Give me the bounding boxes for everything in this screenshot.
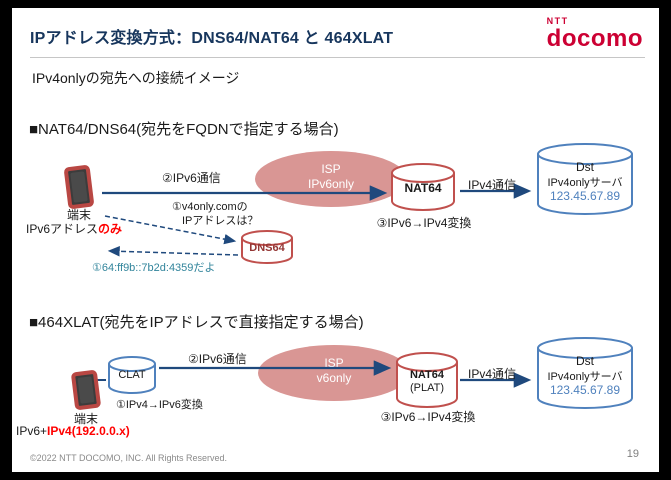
dns-answer-label: ①64:ff9b::7b2d:4359だよ [92,262,216,274]
nat64-plat-cylinder: NAT64 (PLAT) [395,352,459,408]
dns64-label: DNS64 [249,242,285,254]
phone-icon-1 [63,164,95,210]
dns-query-label: ①v4only.comの IPアドレスは？ [172,200,258,228]
dst-desc-1: IPv4onlyサーバ [547,177,623,189]
phone-screen-1 [70,171,88,203]
device-address-emphasis-1: のみ [98,222,123,236]
ipv6-flow-label-2: ②IPv6通信 [188,352,247,366]
nat64-label-2: NAT64 [409,369,445,381]
isp-type-2: v6only [316,371,352,385]
isp-name-2: ISP [324,356,344,370]
dst-name-2: Dst [576,354,594,368]
dns-query-line1: ①v4only.comの [172,201,248,213]
isp-name-1: ISP [321,162,341,176]
device-address-label-1: IPv6アドレスのみ [26,220,122,237]
clat-label: CLAT [118,369,146,381]
dst-server-cylinder-1: Dst IPv4onlyサーバ 123.45.67.89 [536,142,634,216]
isp-type-1: IPv6only [307,177,355,191]
section1-heading: ■NAT64/DNS64(宛先をFQDNで指定する場合) [29,121,339,138]
dst-desc-2: IPv4onlyサーバ [547,371,623,383]
device-address-plain-2: IPv6+ [16,424,48,438]
nat64-label-1: NAT64 [404,181,442,195]
dns-answer-arrow [107,246,239,257]
ipv4-flow-label-2: IPv4通信 [468,367,517,381]
device-address-plain-1: IPv6アドレス [26,222,99,236]
dns64-cylinder: DNS64 [240,230,294,264]
docomo-logo-text: docomo [546,25,643,52]
ipv6-flow-label-1: ②IPv6通信 [162,171,221,185]
device-address-emphasis-2: IPv4(192.0.0.x) [47,424,130,438]
header-divider [30,57,645,58]
dst-server-cylinder-2: Dst IPv4onlyサーバ 123.45.67.89 [536,336,634,410]
nat64-caption-1: ③IPv6→IPv4変換 [376,216,472,230]
slide-subtitle: IPv4onlyの宛先への接続イメージ [32,70,240,86]
isp-cloud-2: ISP v6only [258,345,410,401]
ipv4-flow-label-1: IPv4通信 [468,178,517,192]
dst-ip-2: 123.45.67.89 [549,383,621,397]
phone-icon-2 [70,369,102,411]
footer-copyright: ©2022 NTT DOCOMO, INC. All Rights Reserv… [30,453,228,463]
nat64-caption-2: ③IPv6→IPv4変換 [380,410,476,424]
clat-caption: ①IPv4→IPv6変換 [116,399,203,411]
phone-screen-2 [77,376,95,404]
nat64-sub-label-2: (PLAT) [409,382,445,394]
docomo-logo: NTT docomo [547,17,643,51]
section2-heading: ■464XLAT(宛先をIPアドレスで直接指定する場合) [29,314,364,331]
dst-ip-1: 123.45.67.89 [549,189,621,203]
device-label-1: 端末 [66,208,91,222]
isp-cloud-1: ISP IPv6only [255,151,407,207]
dst-name-1: Dst [576,160,594,174]
ntt-logo-text: NTT [546,16,569,26]
slide: IPアドレス変換方式：DNS64/NAT64 と 464XLAT NTT doc… [12,8,659,472]
page-title: IPアドレス変換方式：DNS64/NAT64 と 464XLAT [30,30,394,47]
dns-query-line2: IPアドレスは？ [182,215,259,227]
clat-cylinder: CLAT [107,356,157,394]
nat64-cylinder-1: NAT64 [390,163,456,211]
device-label-2: 端末 [73,412,98,426]
page-number: 19 [626,448,639,460]
device-address-label-2: IPv6+IPv4(192.0.0.x) [16,424,130,438]
